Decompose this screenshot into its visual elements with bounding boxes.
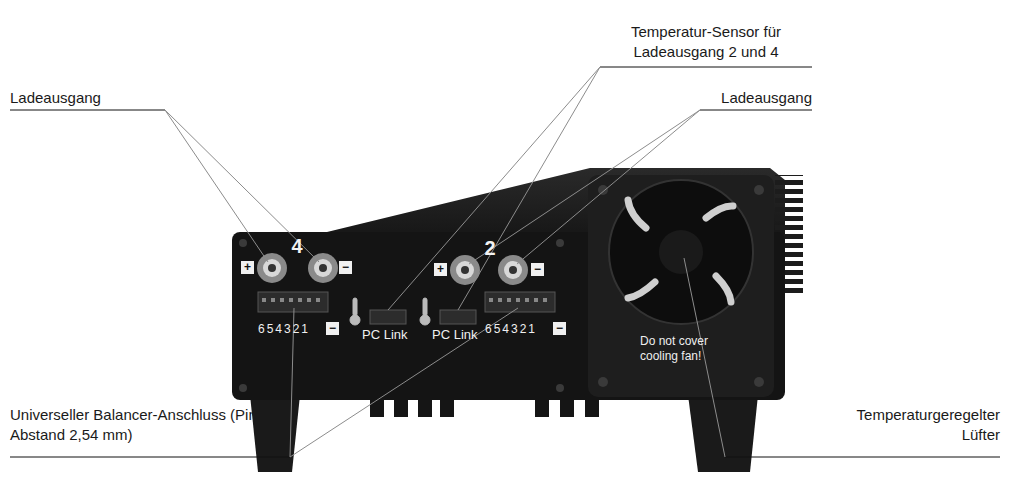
pin-numbers: 654321 [485, 322, 537, 336]
fan-opening [609, 180, 753, 324]
balancer-socket [258, 292, 555, 312]
polarity-mark: + [434, 263, 447, 276]
thermometer-icon [350, 298, 430, 325]
balancer-pins [262, 298, 547, 302]
callout-label: Temperaturgeregelter Lüfter [828, 405, 1000, 445]
fan-blades [628, 200, 733, 302]
output-number: 4 [287, 236, 307, 256]
polarity-mark: − [531, 263, 544, 276]
callout-label: Temperatur-Sensor für Ladeausgang 2 und … [617, 22, 795, 62]
port-label: PC Link [432, 328, 478, 342]
foot [688, 395, 758, 472]
callout-label: Universeller Balancer-Anschluss (Pin-Abs… [10, 405, 272, 445]
fan-housing [588, 175, 774, 397]
fan-hub [659, 230, 703, 274]
output-number: 2 [480, 238, 500, 258]
polarity-mark: − [553, 322, 566, 335]
pin-numbers: 654321 [258, 322, 310, 336]
panel-screws [239, 239, 564, 392]
polarity-mark: − [326, 322, 339, 335]
callout-label: Ladeausgang [10, 88, 160, 108]
leader-line [10, 67, 1000, 457]
warning-text: Do not cover cooling fan! [640, 334, 732, 364]
polarity-mark: − [339, 261, 352, 274]
polarity-mark: + [241, 261, 254, 274]
port-label: PC Link [362, 328, 408, 342]
callout-label: Ladeausgang [712, 88, 812, 108]
